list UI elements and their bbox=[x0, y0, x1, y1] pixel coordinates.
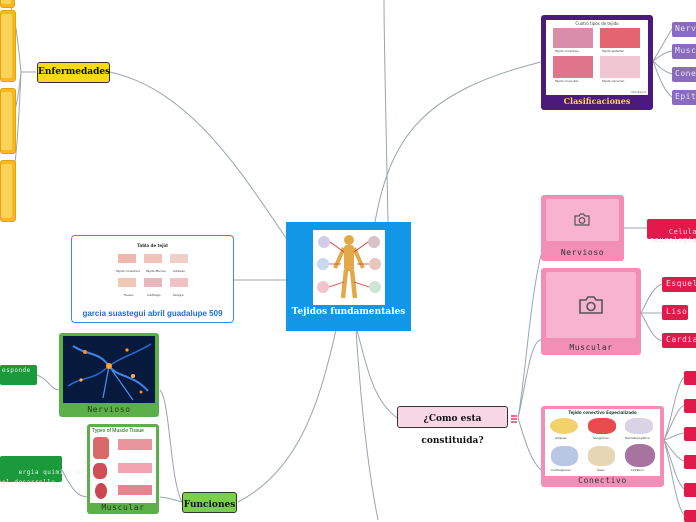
image-placeholder bbox=[546, 199, 619, 241]
conectivo-leaf-1[interactable] bbox=[684, 371, 696, 385]
enfermedades-child-3[interactable] bbox=[0, 88, 16, 154]
conectivo-label-3: Hematopoyético bbox=[625, 436, 650, 440]
conectivo-leaf-6[interactable] bbox=[684, 510, 696, 522]
conectivo-label-4: Cartilaginoso bbox=[551, 468, 571, 472]
tejido-epitelial-photo bbox=[600, 28, 640, 48]
clasificaciones-image-label-4: Tejido nervioso bbox=[602, 79, 625, 83]
neuron-image bbox=[63, 336, 155, 403]
enfermedades-node[interactable]: Enfermedades bbox=[37, 62, 110, 83]
conectivo-leaf-5[interactable] bbox=[684, 483, 696, 497]
constituida-muscular-label: Muscular bbox=[569, 343, 613, 352]
tissue-label-4: Hueso bbox=[124, 293, 134, 297]
funciones-nervioso-leaf-label: esponde bbox=[2, 367, 31, 374]
conectivo-image: Tejido conectivo Especializado Adiposo S… bbox=[545, 409, 660, 476]
clasificacion-epitelial-label: Epit bbox=[675, 92, 696, 101]
muscular-cardiaco-leaf[interactable]: Cardia bbox=[662, 333, 696, 348]
clasificacion-nervioso-label: Nerv bbox=[675, 24, 696, 33]
constituida-muscular-card[interactable]: Muscular bbox=[541, 268, 641, 355]
notes-icon[interactable] bbox=[510, 411, 518, 423]
tejido-nervioso-photo bbox=[600, 56, 640, 78]
enfermedades-child-2[interactable] bbox=[0, 10, 16, 82]
funciones-muscular-card[interactable]: Types of Muscle Tissue Muscular bbox=[87, 424, 159, 514]
funciones-muscular-label: Muscular bbox=[101, 503, 145, 512]
conectivo-leaf-3[interactable] bbox=[684, 427, 696, 441]
tissue-label-3: Adiposo bbox=[173, 269, 185, 273]
constituida-nervioso-card[interactable]: Nervioso bbox=[541, 195, 624, 261]
image-placeholder bbox=[546, 272, 636, 338]
clasificaciones-image-label-3: Tejido muscular bbox=[555, 79, 579, 83]
clasificaciones-image-credit: WikiSalud bbox=[631, 90, 646, 94]
clasificacion-conectivo-label: Cone bbox=[675, 69, 696, 78]
enfermedades-label: Enfermedades bbox=[38, 67, 111, 77]
clasificaciones-node[interactable]: Cuatro tipos de tejido Tejido conectivo … bbox=[541, 15, 653, 110]
tissue-label-1: Tejido conectivo bbox=[116, 269, 141, 273]
muscle-types-image: Types of Muscle Tissue bbox=[90, 427, 156, 503]
clasificacion-muscular-label: Musc bbox=[675, 46, 696, 55]
clasificaciones-image-title: Cuatro tipos de tejido bbox=[575, 21, 619, 26]
constituida-conectivo-label: Conectivo bbox=[578, 476, 627, 485]
tejido-muscular-photo bbox=[553, 56, 593, 78]
celulas-nerviosas-leaf[interactable]: Celulas ner neurologia bbox=[647, 219, 696, 244]
funciones-nervioso-card[interactable]: Nervioso bbox=[59, 333, 159, 417]
conectivo-label-2: Sanguíneo bbox=[593, 436, 609, 440]
camera-icon bbox=[579, 296, 603, 314]
conectivo-label-5: Óseo bbox=[597, 468, 605, 472]
celulas-nerviosas-label: Celulas ner neurologia bbox=[650, 228, 696, 244]
funciones-nervioso-label: Nervioso bbox=[87, 405, 131, 414]
tissue-table-image bbox=[118, 254, 188, 287]
tissue-label-6: Sangre bbox=[173, 293, 184, 297]
conectivo-leaf-4[interactable] bbox=[684, 455, 696, 469]
conectivo-leaf-2[interactable] bbox=[684, 399, 696, 413]
funciones-label: Funciones bbox=[183, 500, 236, 510]
camera-icon bbox=[574, 213, 590, 226]
tissue-label-2: Tejido fibroso bbox=[146, 269, 166, 273]
conectivo-label-1: Adiposo bbox=[555, 436, 567, 440]
constituida-nervioso-label: Nervioso bbox=[560, 248, 605, 257]
clasificacion-nervioso[interactable]: Nerv bbox=[672, 22, 696, 37]
clasificacion-conectivo[interactable]: Cone bbox=[672, 67, 696, 82]
funciones-nervioso-leaf[interactable]: esponde bbox=[0, 365, 37, 385]
muscle-types-title: Types of Muscle Tissue bbox=[92, 428, 144, 434]
muscular-cardiaco-label: Cardia bbox=[666, 335, 696, 344]
clasificacion-epitelial[interactable]: Epit bbox=[672, 90, 696, 105]
clasificaciones-image-label-1: Tejido conectivo bbox=[555, 49, 580, 53]
clasificacion-muscular[interactable]: Musc bbox=[672, 44, 696, 59]
clasificaciones-image-label-2: Tejido epitelial bbox=[602, 49, 624, 53]
clasificaciones-image: Cuatro tipos de tejido Tejido conectivo … bbox=[546, 20, 648, 95]
muscular-liso-leaf[interactable]: Liso bbox=[662, 305, 688, 320]
funciones-muscular-leaf-label: ergia quimica en el desarrollo bbox=[2, 469, 85, 486]
author-name: garcia suastegui abril guadalupe 509 bbox=[82, 309, 223, 318]
constituida-conectivo-card[interactable]: Tejido conectivo Especializado Adiposo S… bbox=[541, 406, 664, 487]
central-topic-title: Tejidos fundamentales bbox=[291, 307, 406, 317]
clasificaciones-label: Clasificaciones bbox=[563, 96, 631, 106]
human-body-image bbox=[313, 230, 385, 305]
conectivo-label-6: Linfático bbox=[631, 468, 644, 472]
tissue-label-5: Cartílago bbox=[147, 293, 161, 297]
constituida-node[interactable]: ¿Como esta constituida? bbox=[397, 406, 508, 446]
constituida-label: ¿Como esta constituida? bbox=[421, 414, 484, 446]
author-card[interactable]: Tabla de tejid Tejido conectivo Tejido f… bbox=[71, 235, 234, 323]
enfermedades-child-1[interactable] bbox=[0, 0, 15, 8]
tejido-conectivo-photo bbox=[553, 28, 593, 48]
conectivo-image-title: Tejido conectivo Especializado bbox=[568, 410, 637, 415]
muscular-esqueletico-leaf[interactable]: Esquel bbox=[662, 277, 696, 292]
tissue-table-title: Tabla de tejid bbox=[137, 243, 168, 248]
funciones-node[interactable]: Funciones bbox=[182, 492, 237, 513]
central-topic[interactable]: Tejidos fundamentales bbox=[286, 222, 411, 331]
muscular-liso-label: Liso bbox=[666, 307, 688, 316]
funciones-muscular-leaf[interactable]: ergia quimica en el desarrollo bbox=[0, 456, 84, 486]
muscular-esqueletico-label: Esquel bbox=[666, 279, 696, 288]
enfermedades-child-4[interactable] bbox=[0, 160, 16, 222]
